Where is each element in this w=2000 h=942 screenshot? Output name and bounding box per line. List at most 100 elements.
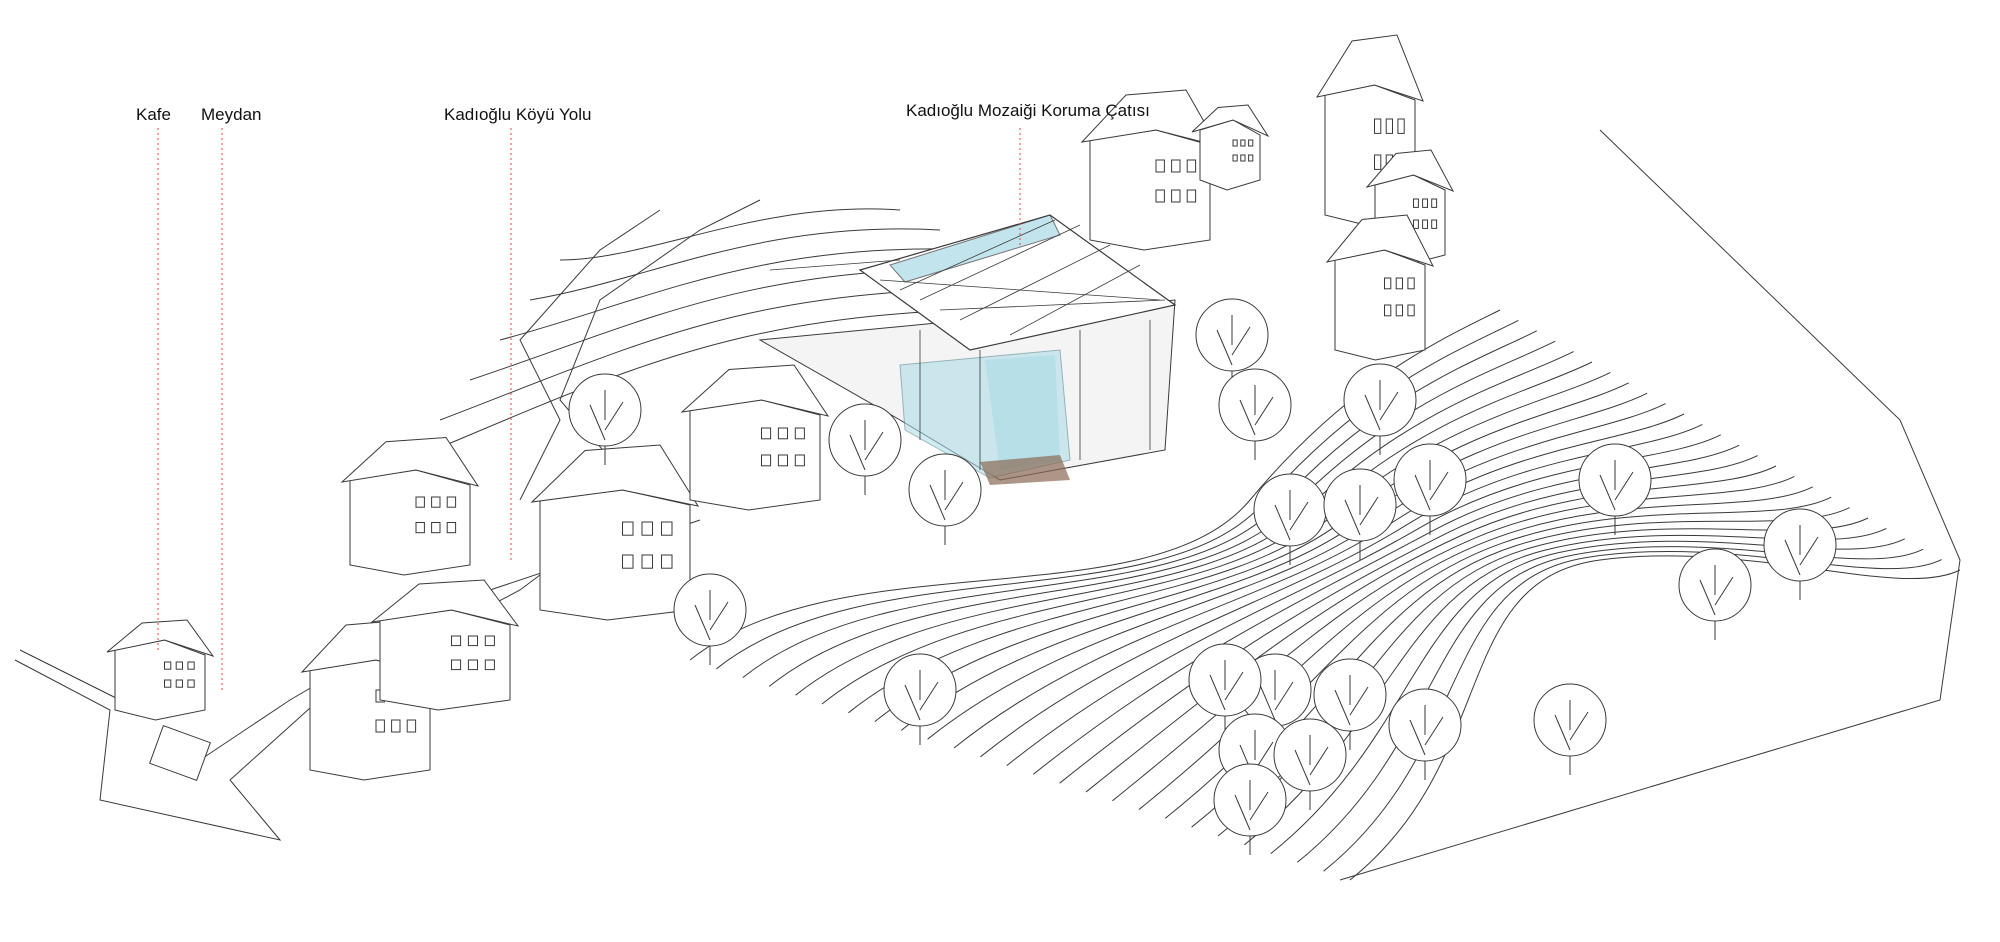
tree-branches	[1409, 705, 1444, 756]
house-window	[1171, 189, 1181, 203]
house-window	[415, 496, 425, 508]
tree	[1678, 548, 1752, 640]
tree-branches	[1334, 675, 1369, 726]
tree-branches	[1259, 670, 1294, 721]
tree	[1763, 508, 1837, 600]
house-window	[1155, 159, 1165, 173]
house-roof	[1191, 104, 1270, 138]
house-window	[1413, 219, 1419, 229]
tree	[1273, 718, 1347, 810]
terrace-line	[874, 382, 1630, 722]
terrace-line	[1112, 475, 1795, 802]
house-window	[1395, 277, 1403, 290]
house-window	[1407, 304, 1415, 317]
tree-branches	[849, 420, 884, 471]
house-window	[1171, 159, 1181, 173]
terrace-line	[559, 208, 901, 261]
house-window	[1155, 189, 1165, 203]
house-window	[1431, 219, 1438, 229]
house-window	[761, 427, 772, 440]
house-window	[641, 521, 653, 536]
terrace-line	[1059, 455, 1758, 784]
house-window	[641, 554, 653, 569]
terrace-line	[1349, 555, 1961, 881]
house	[680, 364, 830, 511]
house-roof	[1365, 149, 1455, 192]
tree	[883, 653, 957, 745]
terrace-line	[1032, 444, 1740, 775]
house-window	[1384, 304, 1392, 317]
terrace-line	[742, 330, 1538, 678]
tree	[828, 403, 902, 495]
house	[370, 579, 520, 711]
leader-lines	[157, 128, 1021, 690]
label-kafe: Kafe	[136, 105, 171, 124]
house-window	[1240, 154, 1246, 162]
tree	[1393, 443, 1467, 535]
tree-branches	[1209, 660, 1244, 711]
house-roof	[530, 444, 700, 507]
tree-branches	[1274, 490, 1309, 541]
house-window	[1240, 139, 1246, 147]
house	[1080, 89, 1220, 251]
terrace-line	[1296, 546, 1924, 863]
terrace-line	[900, 392, 1648, 731]
tree-branches	[1784, 525, 1819, 576]
house-window	[484, 659, 495, 671]
house-window	[175, 679, 183, 688]
house-window	[164, 679, 172, 688]
tree	[1218, 368, 1292, 460]
terrace-line	[768, 340, 1556, 687]
house	[1325, 214, 1434, 361]
label-meydan: Meydan	[201, 105, 262, 124]
house-window	[415, 522, 425, 534]
house-window	[175, 661, 183, 670]
tree	[1323, 468, 1397, 560]
house-roof	[340, 436, 480, 487]
house-roof	[370, 579, 520, 627]
tree-branches	[1344, 485, 1379, 536]
house-window	[661, 521, 673, 536]
house-window	[451, 635, 462, 647]
tree	[1253, 473, 1327, 565]
house-window	[1186, 159, 1197, 173]
house-roof	[1080, 89, 1220, 147]
house-window	[794, 454, 805, 467]
terrace-line	[499, 248, 981, 341]
house-roof	[106, 619, 215, 657]
house-window	[1431, 198, 1438, 208]
house-window	[164, 661, 172, 670]
house-window	[1413, 198, 1419, 208]
tree	[1195, 298, 1269, 390]
house-window	[484, 635, 495, 647]
house-window	[375, 719, 385, 733]
tree	[673, 573, 747, 665]
tree-branches	[589, 390, 624, 441]
house-window	[1395, 304, 1403, 317]
label-village-road: Kadıoğlu Köyü Yolu	[444, 105, 592, 124]
house-window	[1384, 277, 1392, 290]
tree-branches	[1599, 460, 1634, 511]
house-roof	[1315, 34, 1424, 102]
terrace-line	[716, 319, 1519, 670]
house	[1191, 104, 1270, 191]
house-window	[451, 659, 462, 671]
house-window	[446, 496, 457, 508]
bus	[149, 725, 211, 781]
tree	[1578, 443, 1652, 535]
tree-branches	[1414, 460, 1449, 511]
tree	[1388, 688, 1462, 780]
house	[530, 444, 700, 621]
tree-branches	[1554, 700, 1589, 751]
terrace-line	[689, 309, 1501, 661]
mosaic-protection-roof	[758, 214, 1177, 485]
house-window	[1385, 118, 1393, 134]
house	[106, 619, 215, 721]
terrace-line	[529, 228, 941, 301]
trees	[568, 298, 1837, 855]
tree	[1313, 658, 1387, 750]
label-mosaic-roof: Kadıoğlu Mozaiği Koruma Çatısı	[906, 101, 1150, 120]
tree	[1343, 363, 1417, 455]
